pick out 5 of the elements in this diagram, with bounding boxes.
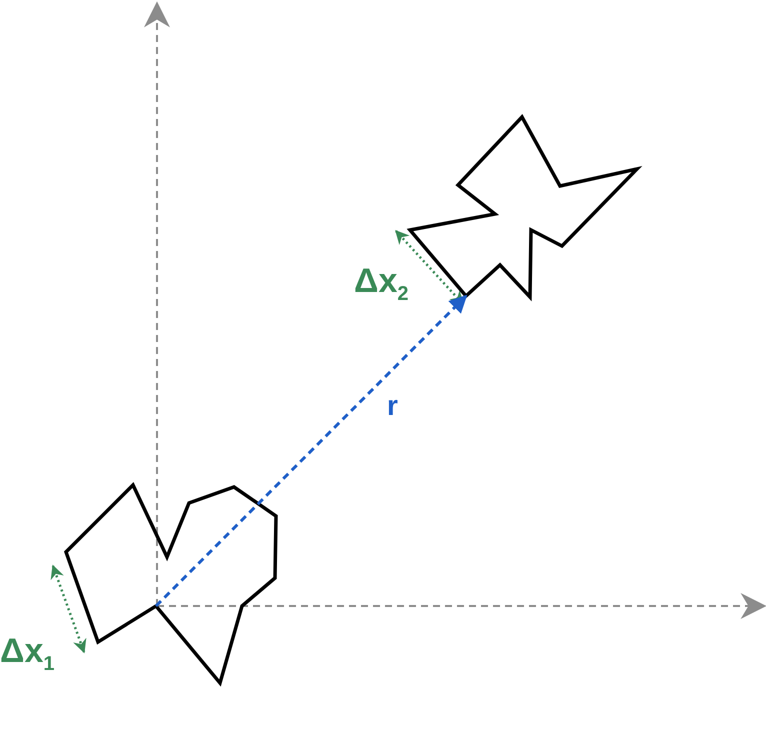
dimension-label: Δx$_{1}$ [0,634,54,674]
vector-arrow [154,294,468,608]
dimension-label: Δx$_{2}$ [354,264,408,304]
polygon-outline [408,115,640,300]
polygon-outline [64,483,280,687]
